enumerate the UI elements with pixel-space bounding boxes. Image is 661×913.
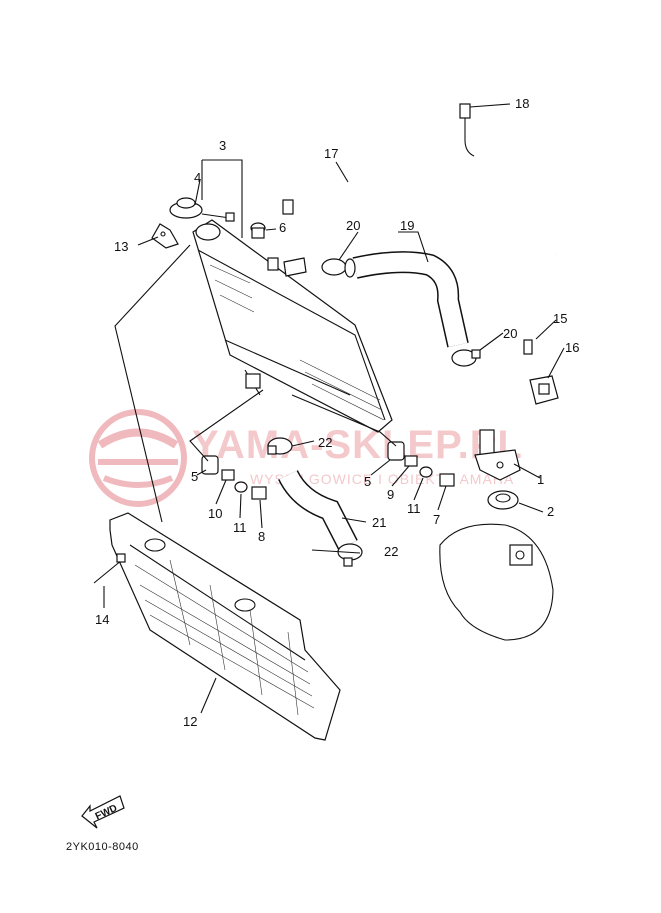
callout-2: 2 bbox=[547, 504, 554, 519]
callout-labels: 1 2 3 4 5 5 6 7 8 9 10 11 11 12 13 14 15… bbox=[95, 96, 579, 729]
callout-11-right: 11 bbox=[407, 501, 421, 516]
callout-6: 6 bbox=[279, 220, 286, 235]
watermark-brand: YAMA-SKLEP.PL bbox=[192, 423, 523, 467]
callout-17: 17 bbox=[324, 146, 338, 161]
callout-11-left: 11 bbox=[233, 520, 247, 535]
bracket-13 bbox=[151, 223, 179, 249]
overflow-hose bbox=[282, 118, 559, 257]
callout-21: 21 bbox=[372, 515, 386, 530]
engine-cover bbox=[439, 523, 554, 641]
thermostat-housing bbox=[474, 429, 521, 481]
bracket-16 bbox=[529, 375, 559, 405]
bolt-7 bbox=[439, 473, 455, 487]
washer-11-right bbox=[419, 466, 433, 478]
drawing-code: 2YK010-8040 bbox=[66, 841, 139, 853]
hose-clamp-20-upper bbox=[321, 258, 356, 278]
hose-clamp-22-lower bbox=[337, 543, 363, 567]
callout-20-upper: 20 bbox=[346, 218, 360, 233]
grommet-5-right bbox=[387, 441, 405, 461]
radiator-hose-21 bbox=[278, 469, 358, 551]
thermostat bbox=[487, 490, 519, 510]
screw-15 bbox=[523, 339, 533, 355]
callout-15: 15 bbox=[553, 311, 567, 326]
callout-22-upper: 22 bbox=[318, 435, 332, 450]
callout-7: 7 bbox=[433, 512, 440, 527]
forward-label: FWD bbox=[94, 803, 119, 823]
hose-clamp-20-lower bbox=[451, 349, 481, 367]
radiator-cover bbox=[109, 512, 341, 741]
callout-20-lower: 20 bbox=[503, 326, 517, 341]
callout-18: 18 bbox=[515, 96, 529, 111]
plug-6 bbox=[250, 222, 266, 239]
radiator-cap bbox=[169, 197, 235, 222]
callout-19: 19 bbox=[400, 218, 414, 233]
collar-10 bbox=[221, 469, 235, 481]
grommet-5-left bbox=[201, 455, 219, 475]
callout-13: 13 bbox=[114, 239, 128, 254]
callout-12: 12 bbox=[183, 714, 197, 729]
callout-14: 14 bbox=[95, 612, 109, 627]
hose-clamp-18 bbox=[459, 103, 475, 157]
callout-9: 9 bbox=[387, 487, 394, 502]
callout-10: 10 bbox=[208, 506, 222, 521]
callout-16: 16 bbox=[565, 340, 579, 355]
callout-5-right: 5 bbox=[364, 474, 371, 489]
forward-direction-badge: FWD bbox=[81, 795, 125, 829]
watermark-logo bbox=[89, 409, 187, 507]
callout-5-left: 5 bbox=[191, 469, 198, 484]
washer-11-left bbox=[234, 481, 248, 493]
screw-14 bbox=[93, 553, 126, 584]
leader-lines bbox=[103, 103, 565, 714]
radiator-core bbox=[192, 219, 393, 433]
callout-3: 3 bbox=[219, 138, 226, 153]
bolt-8 bbox=[251, 486, 267, 500]
callout-8: 8 bbox=[258, 529, 265, 544]
hose-clamp-22-upper bbox=[267, 437, 293, 455]
callout-1: 1 bbox=[537, 472, 544, 487]
callout-4: 4 bbox=[194, 170, 201, 185]
radiator-hose-19 bbox=[352, 251, 469, 348]
collar-9 bbox=[404, 455, 418, 467]
callout-22-lower: 22 bbox=[384, 544, 398, 559]
